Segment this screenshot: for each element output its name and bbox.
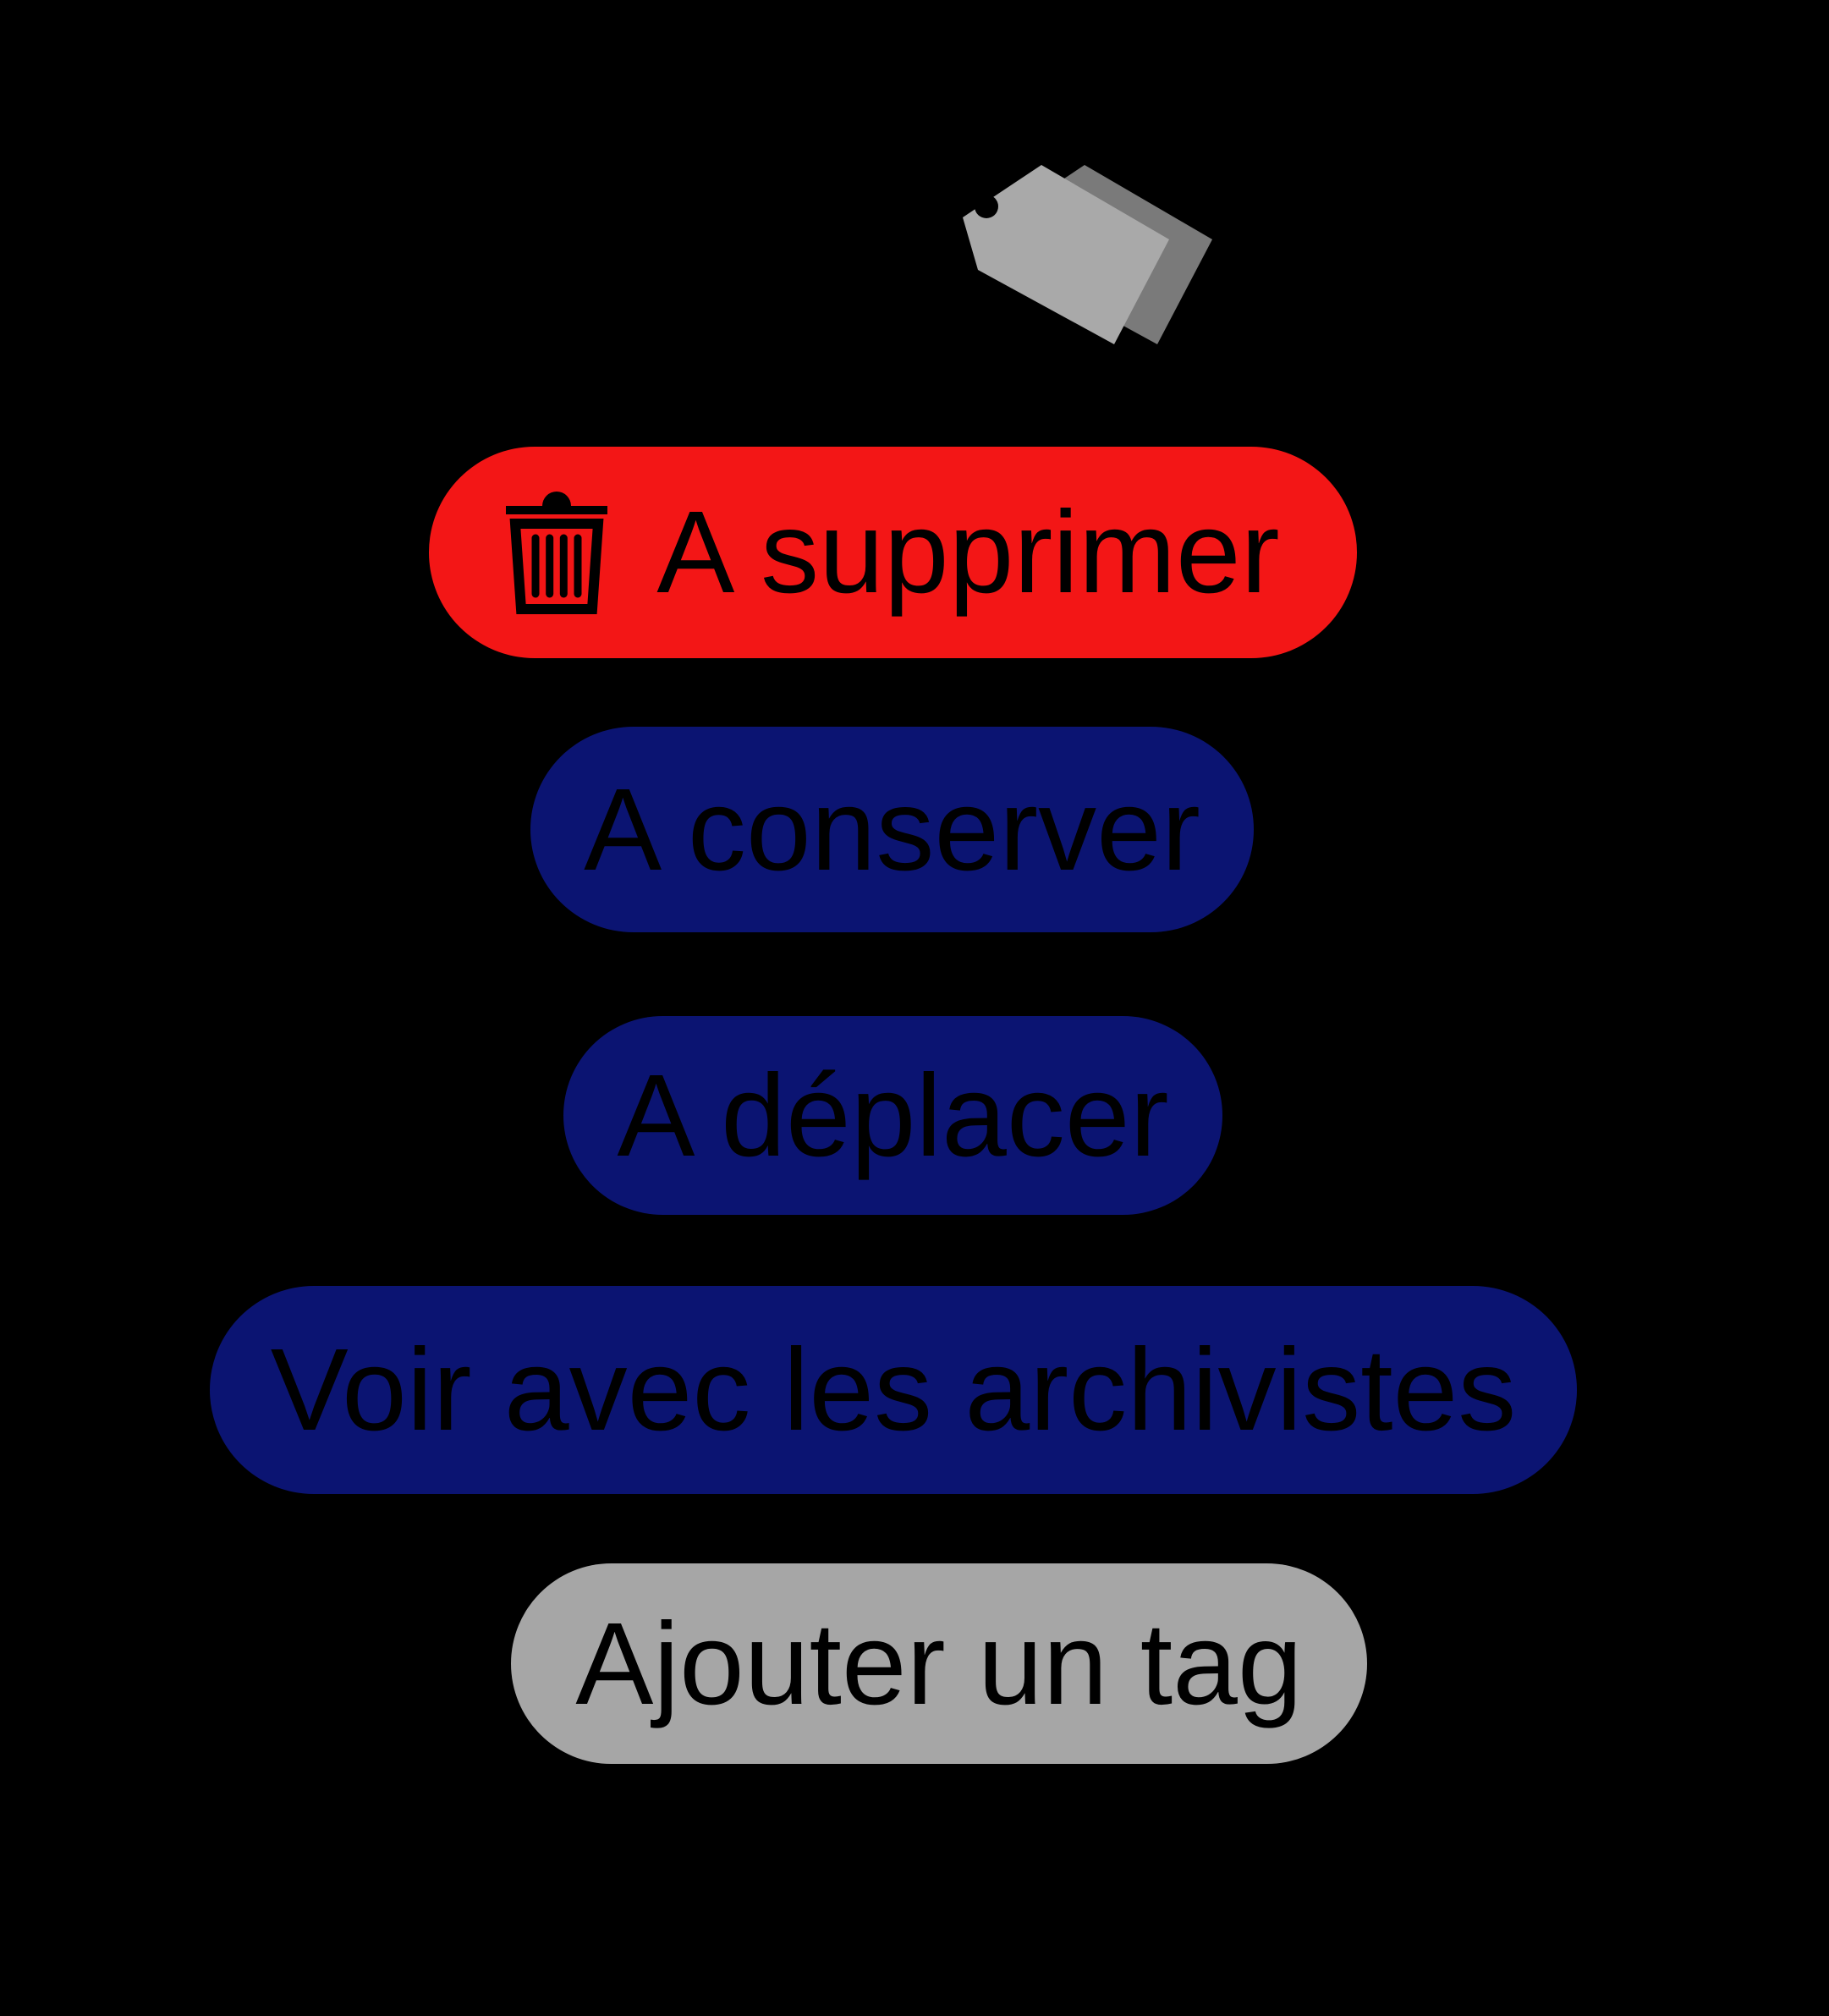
trash-icon [506, 491, 608, 614]
tags-icon [963, 165, 1212, 344]
button-voir-avec-les-archivistes[interactable]: Voir avec les archivistes [210, 1286, 1577, 1494]
tag-hole [975, 195, 998, 218]
button-a-conserver-label: A conserver [584, 764, 1200, 895]
button-a-deplacer-label: A déplacer [617, 1050, 1169, 1181]
tag-front-shape [963, 165, 1169, 344]
button-ajouter-un-tag-label: Ajouter un tag [575, 1598, 1303, 1729]
button-ajouter-un-tag[interactable]: Ajouter un tag [511, 1563, 1367, 1764]
button-a-deplacer[interactable]: A déplacer [563, 1016, 1222, 1215]
button-a-conserver[interactable]: A conserver [530, 727, 1254, 932]
button-a-supprimer-label: A supprimer [656, 487, 1280, 618]
button-voir-avec-les-archivistes-label: Voir avec les archivistes [270, 1325, 1517, 1455]
button-a-supprimer[interactable]: A supprimer [429, 447, 1357, 658]
